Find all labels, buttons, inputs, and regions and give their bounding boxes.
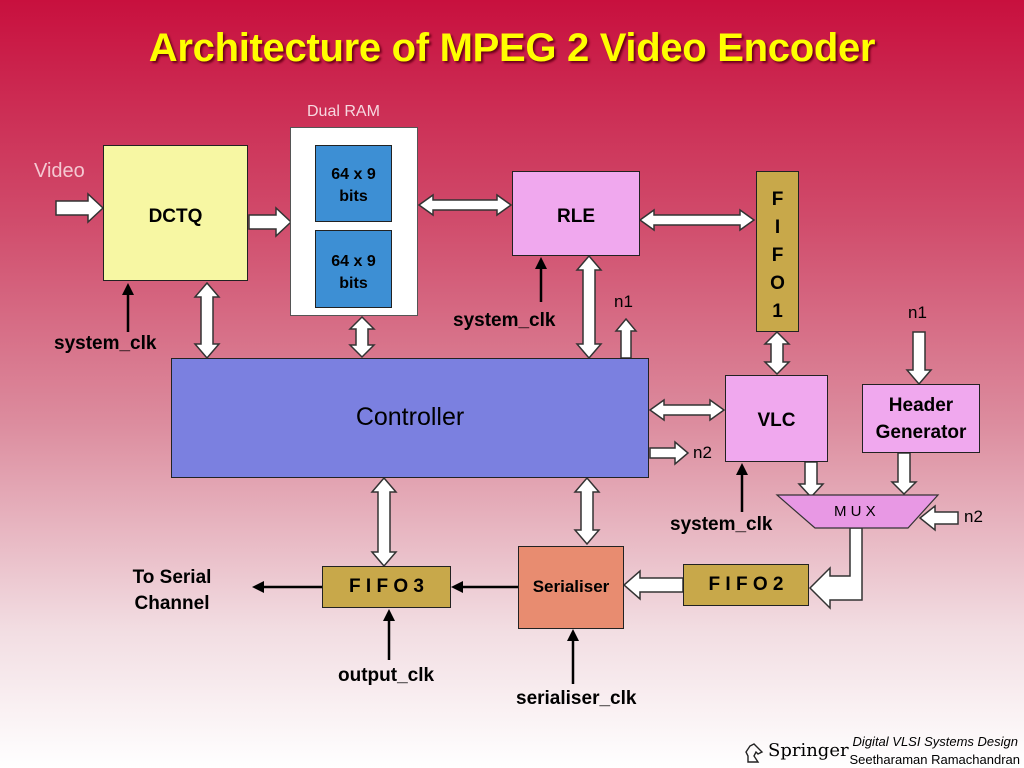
arrow-controller-vlc bbox=[648, 398, 726, 422]
system-clk-label-rle: system_clk bbox=[453, 310, 556, 331]
fifo1-letter-4: O bbox=[770, 273, 785, 294]
mux-label: M U X bbox=[834, 503, 876, 520]
fifo1-block: F I F O 1 bbox=[756, 171, 799, 332]
output-clk-label: output_clk bbox=[338, 665, 435, 686]
arrow-dctq-to-ram bbox=[248, 206, 293, 238]
mux-block-shape bbox=[775, 494, 940, 529]
arrow-ram-controller bbox=[348, 315, 376, 359]
arrow-controller-fifo3 bbox=[370, 476, 398, 568]
fifo3-label: F I F O 3 bbox=[349, 576, 424, 597]
header-generator-line1: Header bbox=[888, 394, 954, 416]
arrow-header-mux bbox=[890, 452, 918, 496]
fifo1-letter-2: I bbox=[774, 217, 781, 238]
springer-logo-icon bbox=[745, 743, 764, 763]
book-title: Digital VLSI Systems Design bbox=[852, 734, 1018, 749]
arrow-controller-serialiser bbox=[573, 476, 601, 546]
arrow-ram-rle bbox=[417, 193, 513, 217]
springer-brand: Springer bbox=[768, 740, 849, 761]
arrow-vlc-mux bbox=[797, 461, 825, 499]
fifo1-letter-3: F bbox=[771, 245, 784, 266]
system-clk-label-vlc: system_clk bbox=[670, 514, 773, 535]
n2-label-controller: n2 bbox=[693, 443, 712, 462]
arrow-fifo2-serialiser bbox=[622, 569, 684, 601]
springer-wordmark: Springer bbox=[768, 740, 849, 761]
arrow-dctq-controller bbox=[193, 281, 221, 360]
arrow-n1-header bbox=[905, 331, 933, 386]
vlc-label: VLC bbox=[757, 410, 796, 431]
fifo2-label: F I F O 2 bbox=[708, 574, 784, 595]
page-title: Architecture of MPEG 2 Video Encoder bbox=[148, 26, 876, 70]
arrow-n2-mux bbox=[918, 504, 959, 532]
rle-block: RLE bbox=[512, 171, 640, 256]
n1-label-controller: n1 bbox=[614, 292, 633, 311]
fifo3-block: F I F O 3 bbox=[322, 566, 451, 608]
dctq-block: DCTQ bbox=[103, 145, 248, 281]
controller-block: Controller bbox=[171, 358, 649, 478]
arrow-controller-n1 bbox=[614, 317, 638, 359]
arrow-video-to-dctq bbox=[55, 192, 105, 224]
arrow-controller-n2 bbox=[649, 440, 690, 466]
dctq-label: DCTQ bbox=[148, 206, 203, 227]
video-label: Video bbox=[34, 160, 85, 182]
ram-cell-1-line1: 64 x 9 bbox=[331, 166, 376, 183]
to-serial-line2: Channel bbox=[134, 593, 210, 614]
dual-ram-label: Dual RAM bbox=[307, 103, 380, 120]
serialiser-clk-label: serialiser_clk bbox=[516, 688, 637, 709]
to-serial-line1: To Serial bbox=[132, 567, 212, 588]
arrow-rle-controller bbox=[575, 254, 603, 360]
ram-cell-1-line2: bits bbox=[339, 188, 368, 205]
serialiser-block: Serialiser bbox=[518, 546, 624, 629]
rle-label: RLE bbox=[557, 206, 595, 227]
ram-cell-1: 64 x 9 bits bbox=[315, 145, 392, 222]
author-name: Seetharaman Ramachandran bbox=[849, 752, 1020, 767]
arrow-rle-fifo1 bbox=[638, 208, 756, 232]
vlc-block: VLC bbox=[725, 375, 828, 462]
header-generator-line2: Generator bbox=[875, 421, 967, 443]
ram-cell-2-line1: 64 x 9 bbox=[331, 253, 376, 270]
to-serial-channel-label: To Serial Channel bbox=[112, 565, 232, 617]
system-clk-label-dctq: system_clk bbox=[54, 333, 157, 354]
n2-label-mux: n2 bbox=[964, 507, 983, 526]
controller-label: Controller bbox=[355, 403, 465, 431]
header-generator-block: Header Generator bbox=[862, 384, 980, 453]
arrow-fifo1-vlc bbox=[763, 330, 791, 376]
fifo2-block: F I F O 2 bbox=[683, 564, 809, 606]
ram-cell-2: 64 x 9 bits bbox=[315, 230, 392, 308]
arrow-mux-fifo2 bbox=[808, 527, 863, 610]
fifo1-letter-1: F bbox=[771, 189, 784, 210]
n1-label-header: n1 bbox=[908, 303, 927, 322]
ram-cell-2-line2: bits bbox=[339, 275, 368, 292]
fifo1-letter-5: 1 bbox=[772, 301, 783, 322]
serialiser-label: Serialiser bbox=[532, 577, 610, 596]
